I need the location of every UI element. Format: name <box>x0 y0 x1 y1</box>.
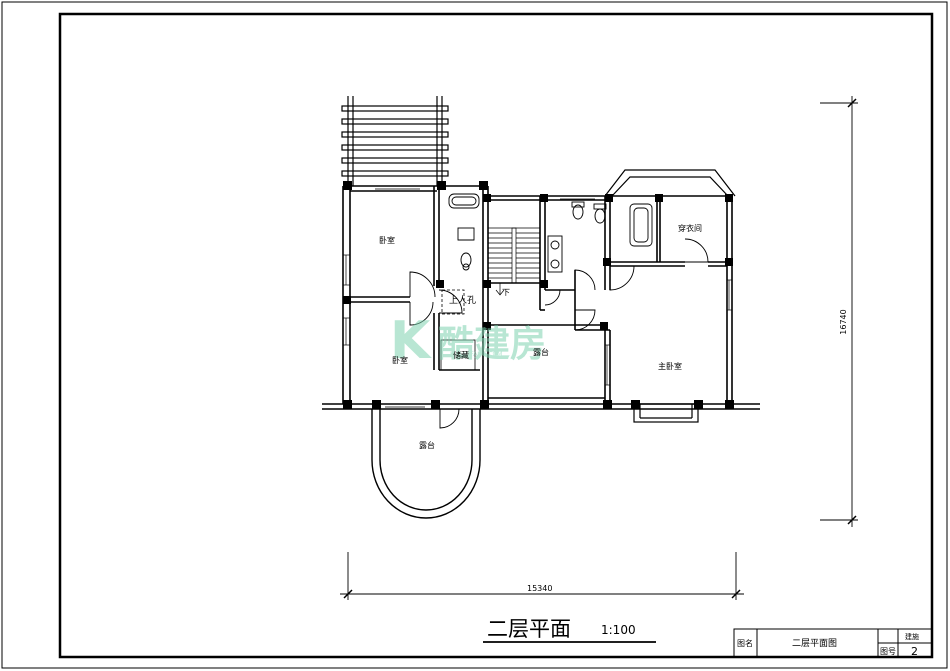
bay-window <box>604 169 736 197</box>
room-label-attic-hatch: 上人孔 <box>449 295 476 306</box>
storage-outline <box>440 339 476 371</box>
plan-title: 二层平面 <box>487 617 571 641</box>
room-label-stair-down: 下 <box>502 288 510 297</box>
columns <box>343 181 734 409</box>
inner-frame <box>58 12 934 659</box>
room-label-terrace-round: 露台 <box>419 440 435 450</box>
walls <box>322 185 760 410</box>
pergola <box>341 96 449 186</box>
attic-hatch-outline <box>441 289 465 315</box>
watermark-logo-icon: K <box>390 311 432 371</box>
room-label-closet: 穿衣间 <box>678 223 702 233</box>
bottom-bay <box>633 403 699 423</box>
dimension-vertical <box>820 96 858 527</box>
title-block-name-value: 二层平面图 <box>792 638 837 649</box>
doors <box>409 238 709 429</box>
fixtures <box>448 193 653 273</box>
staircase <box>488 227 540 296</box>
room-label-master: 主卧室 <box>658 361 682 371</box>
room-label-bedroom-upper: 卧室 <box>379 235 395 245</box>
title-block-name-label: 图名 <box>737 638 753 648</box>
room-label-bedroom-lower: 卧室 <box>392 355 408 365</box>
dimension-horizontal <box>340 552 744 600</box>
title-block <box>733 628 933 658</box>
title-block-num-value: 2 <box>911 645 918 658</box>
watermark: K 酷建房 KUJIANFANG.COM <box>390 311 546 371</box>
watermark-brand: 酷建房 <box>438 324 546 365</box>
title-block-type-label: 建施 <box>905 632 919 641</box>
dimension-width-label: 15340 <box>527 584 552 593</box>
watermark-url: KUJIANFANG.COM <box>450 351 502 358</box>
dimension-height-label: 16740 <box>839 309 848 334</box>
title-block-num-label: 图号 <box>880 647 896 656</box>
room-label-terrace-center: 露台 <box>533 347 549 357</box>
plan-scale: 1:100 <box>601 623 636 637</box>
round-terrace <box>371 409 481 519</box>
windows <box>343 185 732 408</box>
room-label-storage: 储藏 <box>453 350 469 360</box>
